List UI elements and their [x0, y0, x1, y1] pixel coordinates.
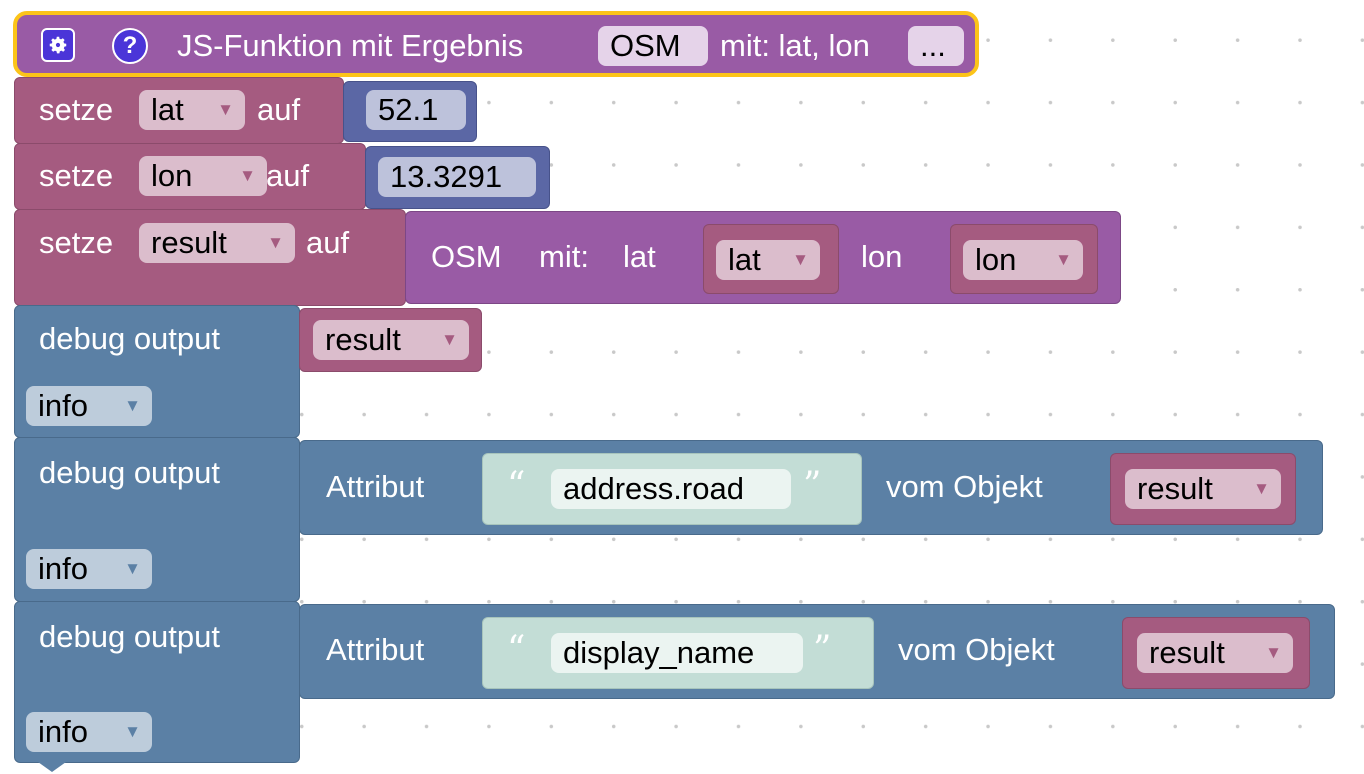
close-quote-icon: ” [803, 465, 822, 506]
triangle-down-icon: ▼ [217, 100, 234, 119]
triangle-down-icon: ▼ [239, 166, 256, 185]
open-quote-icon: “ [507, 465, 526, 506]
debug-level-dropdown-3[interactable]: info ▼ [26, 712, 152, 752]
set-lon-variable-label: lon [151, 158, 193, 193]
debug3-attribute-label: Attribut [326, 632, 425, 667]
osm-arg-lat-block[interactable]: lat ▼ [703, 224, 839, 294]
set-lat-keyword: setze [39, 92, 114, 127]
debug-output-block-3[interactable]: debug output info ▼ [14, 601, 300, 763]
triangle-down-icon: ▼ [1253, 479, 1270, 498]
settings-button[interactable] [41, 28, 75, 62]
gear-icon [49, 36, 67, 54]
set-lat-variable-label: lat [151, 92, 184, 127]
set-lon-keyword: setze [39, 158, 114, 193]
debug1-variable-dropdown[interactable]: result ▼ [313, 320, 469, 360]
debug2-object-block[interactable]: result ▼ [1110, 453, 1296, 525]
debug2-object-label: result [1137, 471, 1213, 506]
triangle-down-icon: ▼ [267, 233, 284, 252]
debug-output-label-3: debug output [39, 619, 221, 654]
osm-call-arg2-name: lon [861, 239, 903, 274]
debug-output-label-2: debug output [39, 455, 221, 490]
debug1-variable-label: result [325, 322, 401, 357]
debug-output-label-1: debug output [39, 321, 221, 356]
debug3-attribute-block[interactable]: Attribut “ display_name ” vom Objekt res… [299, 604, 1335, 699]
osm-arg-lon-label: lon [975, 242, 1017, 277]
osm-arg-lon-dropdown[interactable]: lon ▼ [963, 240, 1083, 280]
debug-output-block-2[interactable]: debug output info ▼ [14, 437, 300, 602]
debug3-from-object-label: vom Objekt [898, 632, 1055, 667]
debug3-object-label: result [1149, 635, 1225, 670]
debug-level-label-1: info [38, 388, 88, 423]
close-quote-icon: ” [813, 629, 832, 670]
triangle-down-icon: ▼ [792, 250, 809, 269]
lat-number-field[interactable]: 52.1 [366, 90, 466, 130]
osm-call-with-label: mit: [539, 239, 589, 274]
osm-arg-lon-block[interactable]: lon ▼ [950, 224, 1098, 294]
debug2-from-object-label: vom Objekt [886, 469, 1043, 504]
set-lat-to-label: auf [257, 92, 301, 127]
triangle-down-icon: ▼ [441, 330, 458, 349]
debug-level-dropdown-2[interactable]: info ▼ [26, 549, 152, 589]
debug2-text-block[interactable]: “ address.road ” [482, 453, 862, 525]
function-more-field[interactable]: ... [908, 26, 964, 66]
function-name-field[interactable]: OSM [598, 26, 708, 66]
set-lon-to-label: auf [266, 158, 310, 193]
debug3-text-block[interactable]: “ display_name ” [482, 617, 874, 689]
help-button[interactable]: ? [112, 28, 148, 64]
set-result-variable-dropdown[interactable]: result ▼ [139, 223, 295, 263]
triangle-down-icon: ▼ [1265, 643, 1282, 662]
debug-level-dropdown-1[interactable]: info ▼ [26, 386, 152, 426]
question-icon: ? [122, 32, 138, 59]
debug2-attribute-block[interactable]: Attribut “ address.road ” vom Objekt res… [299, 440, 1323, 535]
debug-level-label-2: info [38, 551, 88, 586]
lon-number-block[interactable]: 13.3291 [365, 146, 550, 209]
set-result-keyword: setze [39, 225, 114, 260]
osm-call-block[interactable]: OSM mit: lat lat ▼ lon lon ▼ [405, 211, 1121, 304]
debug-level-label-3: info [38, 714, 88, 749]
set-result-variable-label: result [151, 225, 227, 260]
set-result-to-label: auf [306, 225, 350, 260]
lat-number-block[interactable]: 52.1 [343, 81, 477, 142]
set-lon-block[interactable]: setze lon ▼ auf [14, 143, 366, 210]
set-lat-block[interactable]: setze lat ▼ auf [14, 77, 344, 144]
lon-number-field[interactable]: 13.3291 [378, 157, 536, 197]
debug3-object-dropdown[interactable]: result ▼ [1137, 633, 1293, 673]
debug2-object-dropdown[interactable]: result ▼ [1125, 469, 1281, 509]
osm-arg-lat-dropdown[interactable]: lat ▼ [716, 240, 820, 280]
debug2-attribute-field[interactable]: address.road [551, 469, 791, 509]
set-lon-variable-dropdown[interactable]: lon ▼ [139, 156, 267, 196]
open-quote-icon: “ [507, 629, 526, 670]
function-header-block[interactable]: ? JS-Funktion mit Ergebnis OSM mit: lat,… [13, 11, 979, 77]
debug-output-block-1[interactable]: debug output info ▼ [14, 305, 300, 438]
debug3-object-block[interactable]: result ▼ [1122, 617, 1310, 689]
triangle-down-icon: ▼ [1055, 250, 1072, 269]
stack-bottom-notch [38, 762, 66, 772]
triangle-down-icon: ▼ [124, 722, 141, 741]
function-params-label: mit: lat, lon [720, 28, 870, 63]
osm-call-arg1-name: lat [623, 239, 656, 274]
debug3-attribute-field[interactable]: display_name [551, 633, 803, 673]
triangle-down-icon: ▼ [124, 396, 141, 415]
set-lat-variable-dropdown[interactable]: lat ▼ [139, 90, 245, 130]
set-result-block[interactable]: setze result ▼ auf [14, 209, 406, 306]
osm-call-function-name: OSM [431, 239, 502, 274]
debug1-variable-block[interactable]: result ▼ [299, 308, 482, 372]
function-header-title: JS-Funktion mit Ergebnis [177, 28, 524, 63]
triangle-down-icon: ▼ [124, 559, 141, 578]
debug2-attribute-label: Attribut [326, 469, 425, 504]
osm-arg-lat-label: lat [728, 242, 761, 277]
